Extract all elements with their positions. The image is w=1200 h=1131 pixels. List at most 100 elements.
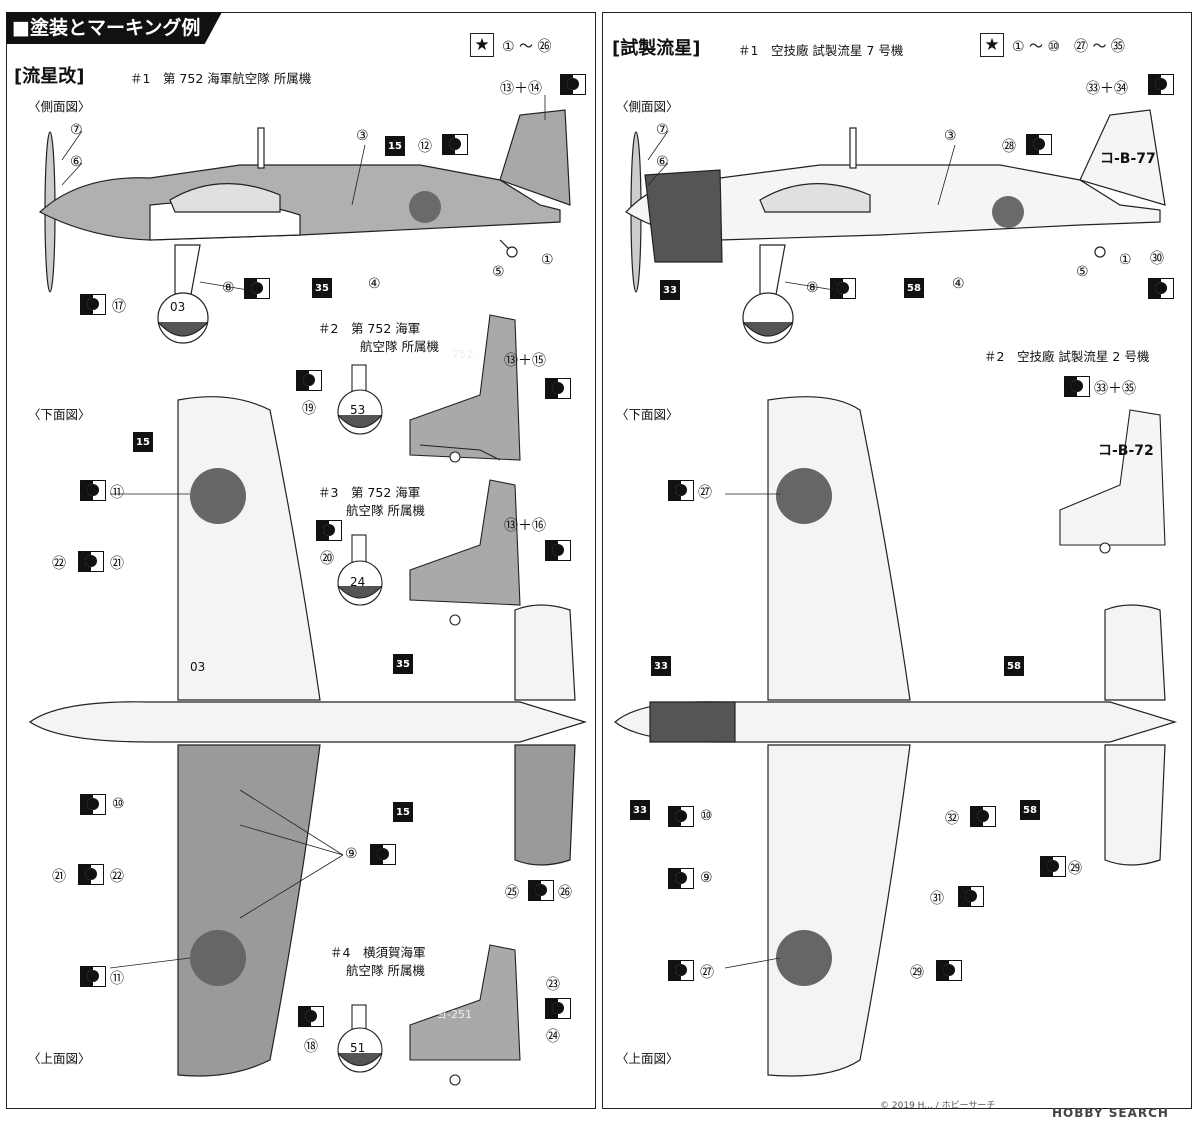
tail-marking-r1: コ-B-77 xyxy=(1100,151,1156,167)
callout-33-34: ㉝＋㉞ xyxy=(1086,81,1128,97)
left-section-label: [流星改] xyxy=(14,66,85,87)
callout-13-14: ⑬＋⑭ xyxy=(500,81,542,97)
callout-10-r: ⑩ xyxy=(700,808,713,824)
callout-29-b: ㉙ xyxy=(910,965,924,981)
color-chip xyxy=(80,794,106,815)
callout-1: ① xyxy=(541,252,554,268)
callout-11-a: ⑪ xyxy=(110,485,124,501)
callout-19: ⑲ xyxy=(302,401,316,417)
color-chip xyxy=(830,278,856,299)
code-33-c: 33 xyxy=(630,800,650,820)
color-chip xyxy=(442,134,468,155)
color-chip xyxy=(80,966,106,987)
left-top-view-label: 〈上面図〉 xyxy=(28,1051,91,1066)
color-chip xyxy=(1040,856,1066,877)
left-panel xyxy=(6,12,596,1109)
code-33-b: 33 xyxy=(651,656,671,676)
star-icon: ★ xyxy=(470,33,494,57)
color-chip xyxy=(1148,74,1174,95)
color-chip xyxy=(668,868,694,889)
callout-25: ㉕ xyxy=(505,885,519,901)
color-chip xyxy=(80,294,106,315)
left-tail-inset-2 xyxy=(409,314,521,463)
callout-32: ㉜ xyxy=(945,811,959,827)
callout-7: ⑦ xyxy=(70,122,83,138)
color-chip xyxy=(958,886,984,907)
callout-7-r: ⑦ xyxy=(656,122,669,138)
left-variant-3-line2: 航空隊 所属機 xyxy=(346,503,425,518)
left-tail-inset-3 xyxy=(409,479,521,626)
callout-28: ㉘ xyxy=(1002,139,1016,155)
code-58-b: 58 xyxy=(1004,656,1024,676)
left-variant-4-line2: 航空隊 所属機 xyxy=(346,963,425,978)
left-tail-inset-4 xyxy=(409,944,521,1086)
right-tail-inset-2 xyxy=(1059,409,1166,554)
callout-9: ⑨ xyxy=(345,846,358,862)
callout-33-35: ㉝＋㉟ xyxy=(1094,381,1136,397)
color-chip xyxy=(1026,134,1052,155)
callout-22-a: ㉒ xyxy=(52,556,66,572)
callout-3-r: ③ xyxy=(944,128,957,144)
color-chip xyxy=(668,480,694,501)
leader-lines xyxy=(61,95,956,969)
callout-23: ㉓ xyxy=(546,977,560,993)
wing-marking: 03 xyxy=(190,660,206,674)
callout-21-b: ㉑ xyxy=(52,869,66,885)
code-35-b: 35 xyxy=(393,654,413,674)
right-side-view-label: 〈側面図〉 xyxy=(616,99,679,114)
callout-20: ⑳ xyxy=(320,551,334,567)
left-variant-4-line1: ＃4 横須賀海軍 xyxy=(330,945,426,960)
wheel-marking-1: 03 xyxy=(170,300,186,314)
tail-marking-r2: コ-B-72 xyxy=(1098,443,1154,459)
color-chip xyxy=(78,864,104,885)
left-variant-3-line1: ＃3 第 752 海軍 xyxy=(318,485,421,500)
callout-6-r: ⑥ xyxy=(656,154,669,170)
tail-marking-2: 752- xyxy=(452,348,477,361)
callout-30: ㉚ xyxy=(1150,251,1164,267)
tail-marking-4: ヨ-251 xyxy=(436,1008,472,1021)
left-side-view-aircraft xyxy=(38,109,571,344)
callout-26: ㉖ xyxy=(558,885,572,901)
right-decal-range: ① 〜 ⑩ ㉗ 〜 ㉟ xyxy=(1012,39,1125,55)
right-variant-2: ＃2 空技廠 試製流星 2 号機 xyxy=(984,349,1150,364)
copyright: © 2019 H... / ホビーサーチ xyxy=(880,1101,996,1111)
left-side-view-label: 〈側面図〉 xyxy=(28,99,91,114)
callout-22-b: ㉒ xyxy=(110,869,124,885)
callout-31: ㉛ xyxy=(930,891,944,907)
left-decal-range: ① 〜 ㉖ xyxy=(502,39,552,55)
callout-5-r: ⑤ xyxy=(1076,264,1089,280)
wheel-marking-3: 24 xyxy=(350,575,366,589)
color-chip xyxy=(545,378,571,399)
callout-12: ⑫ xyxy=(418,139,432,155)
right-bottom-view-label: 〈下面図〉 xyxy=(616,407,679,422)
star-icon: ★ xyxy=(980,33,1004,57)
color-chip xyxy=(936,960,962,981)
color-chip xyxy=(298,1006,324,1027)
color-chip xyxy=(528,880,554,901)
color-chip xyxy=(668,806,694,827)
callout-6: ⑥ xyxy=(70,154,83,170)
section-title: ■塗装とマーキング例 xyxy=(6,12,222,44)
callout-18: ⑱ xyxy=(304,1039,318,1055)
color-chip xyxy=(1148,278,1174,299)
callout-13-15: ⑬＋⑮ xyxy=(504,353,546,369)
color-chip xyxy=(296,370,322,391)
code-15-b: 15 xyxy=(133,432,153,452)
callout-4: ④ xyxy=(368,276,381,292)
code-15-c: 15 xyxy=(393,802,413,822)
callout-24: ㉔ xyxy=(546,1029,560,1045)
callout-27-b: ㉗ xyxy=(700,965,714,981)
code-33-a: 33 xyxy=(660,280,680,300)
color-chip xyxy=(244,278,270,299)
callout-11-b: ⑪ xyxy=(110,971,124,987)
code-35-a: 35 xyxy=(312,278,332,298)
color-chip xyxy=(316,520,342,541)
color-chip xyxy=(370,844,396,865)
right-variant-1: ＃1 空技廠 試製流星 7 号機 xyxy=(738,43,904,58)
callout-10: ⑩ xyxy=(112,796,125,812)
left-variant-2-line2: 航空隊 所属機 xyxy=(360,339,439,354)
color-chip xyxy=(545,998,571,1019)
wheel-marking-4: 51 xyxy=(350,1041,366,1055)
color-chip xyxy=(970,806,996,827)
